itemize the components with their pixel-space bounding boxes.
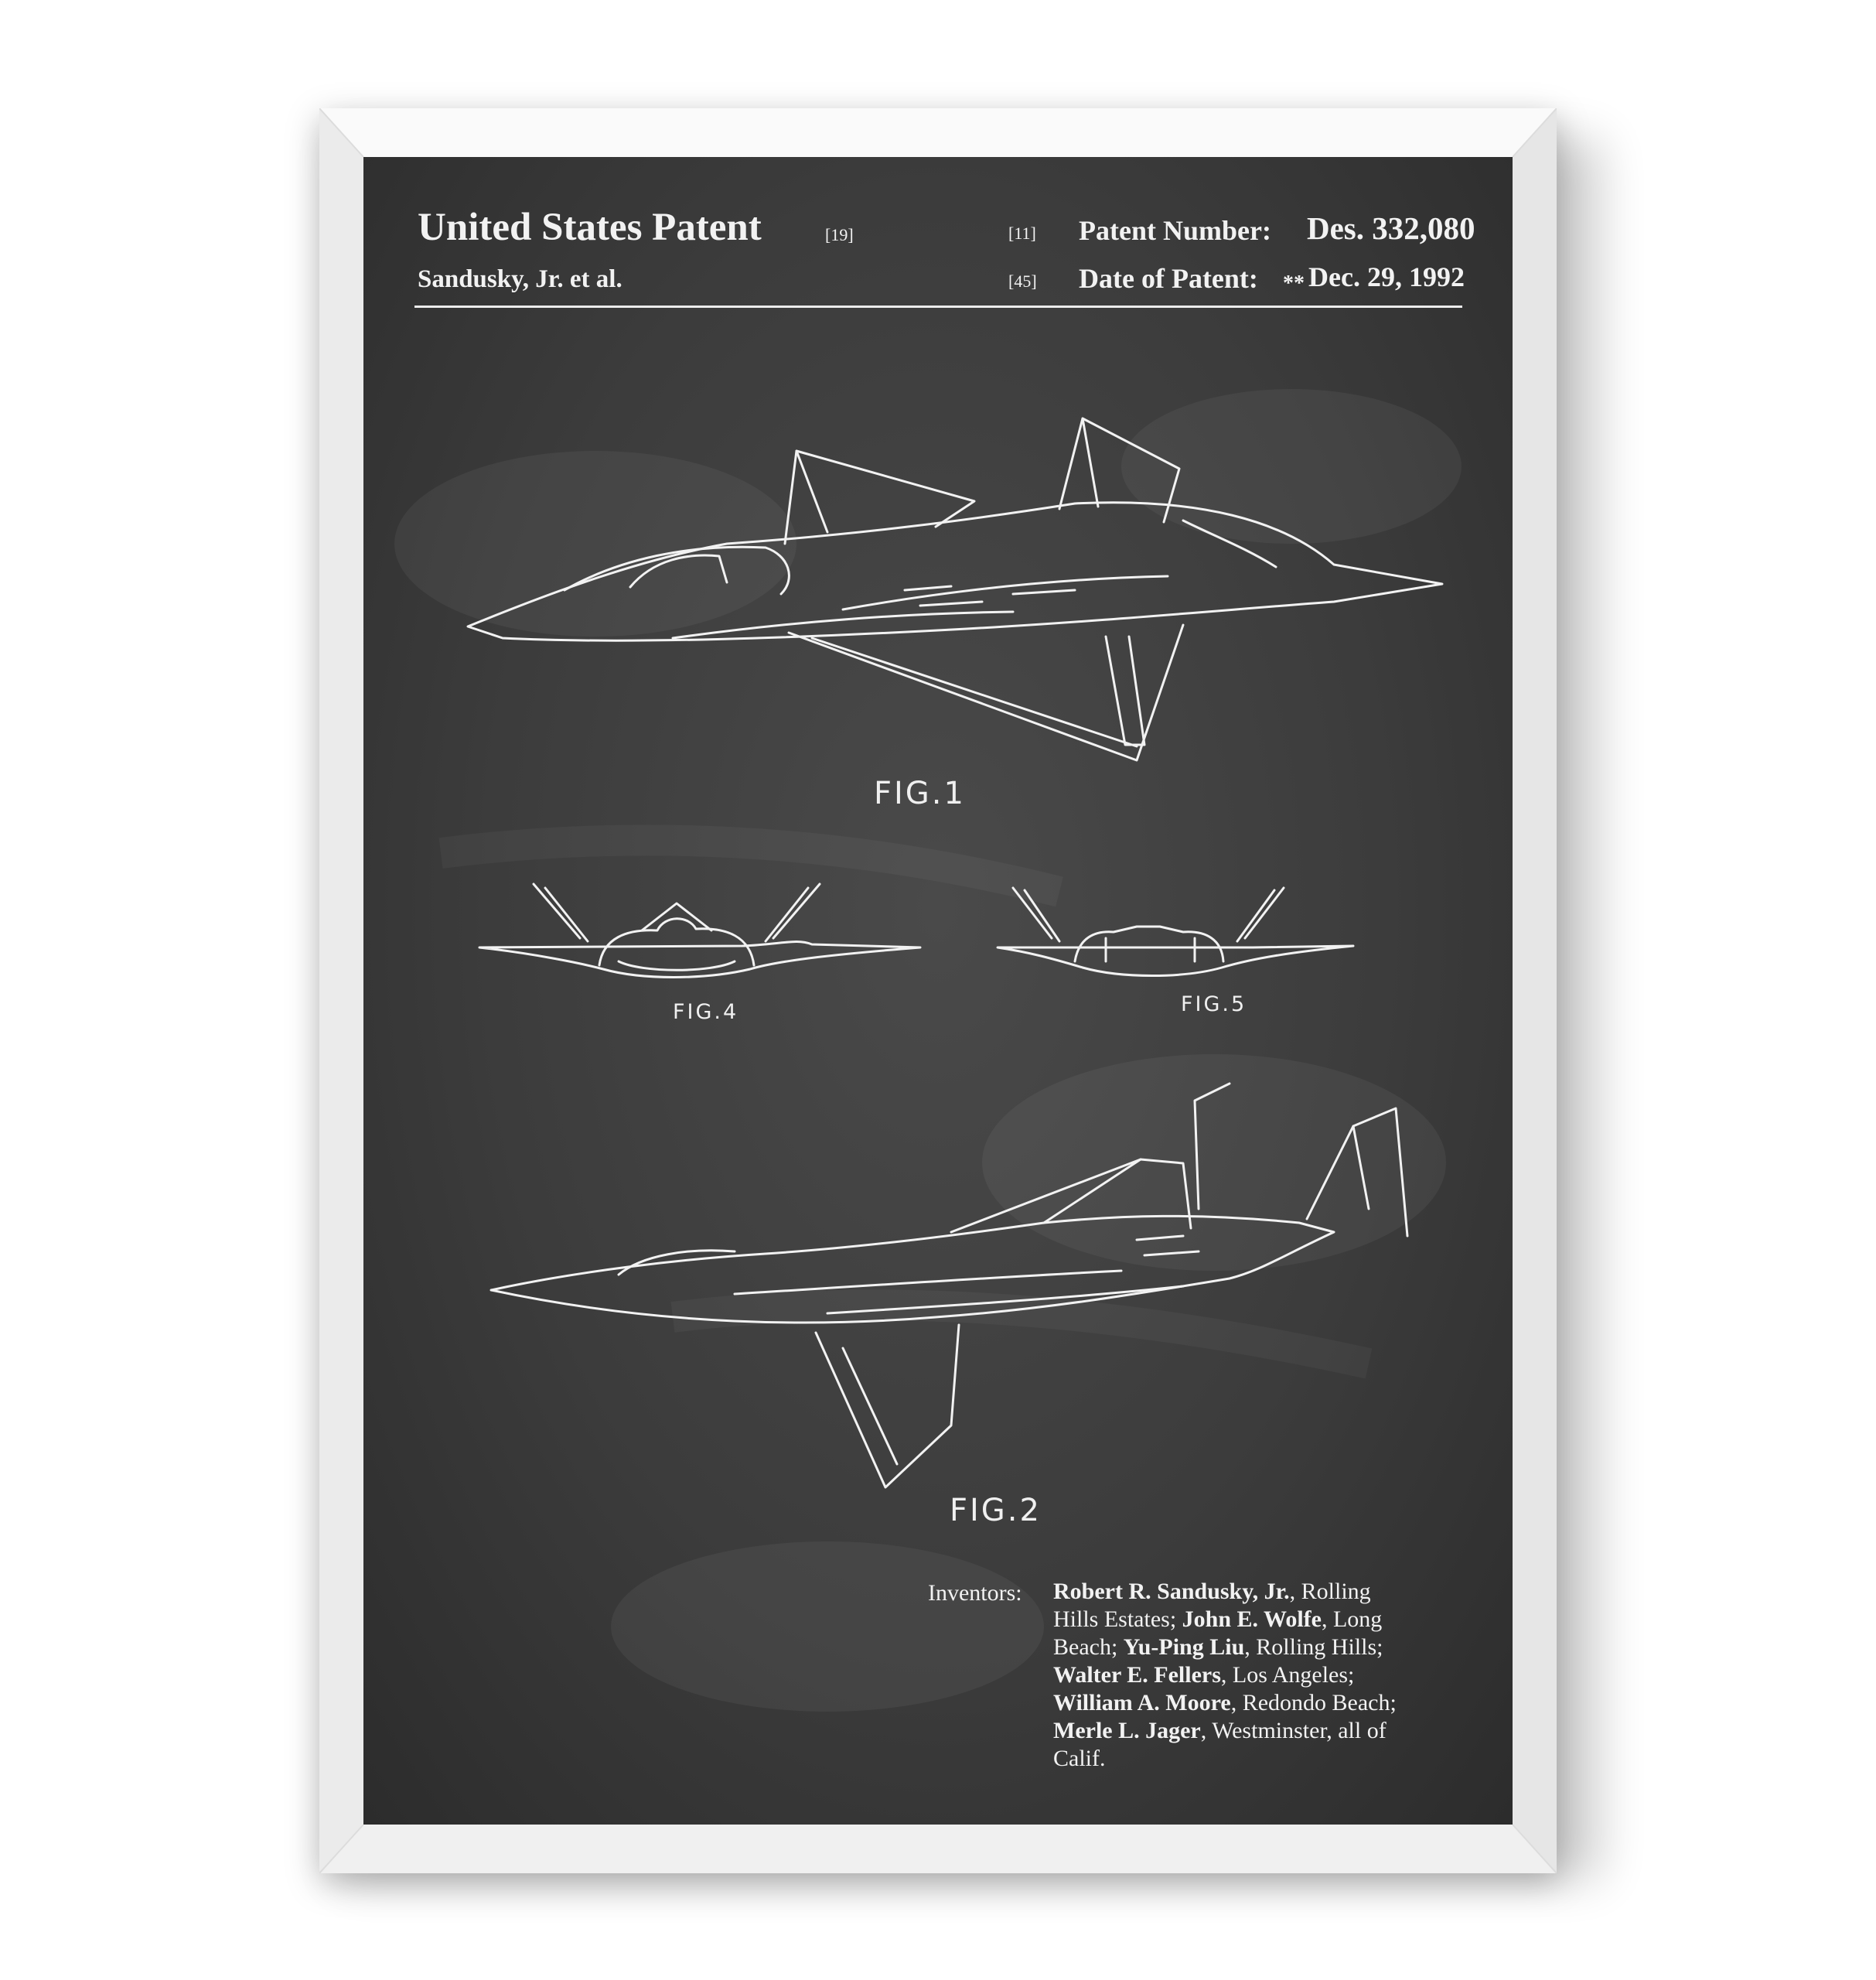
header-rule bbox=[414, 306, 1462, 308]
date-label: Date of Patent: bbox=[1079, 263, 1258, 294]
inventors-label: Inventors: bbox=[928, 1580, 1022, 1606]
inventor-name: John E. Wolfe bbox=[1182, 1606, 1322, 1632]
patent-poster: United States Patent [19] Sandusky, Jr. … bbox=[363, 157, 1513, 1825]
fig1-label: FIG.1 bbox=[874, 776, 966, 811]
fig2-aircraft-drawing bbox=[489, 1082, 1409, 1489]
inventor-line: Beach; Yu-Ping Liu, Rolling Hills; bbox=[1053, 1634, 1397, 1661]
title-ref-code: [19] bbox=[825, 225, 854, 244]
date-marker: ** bbox=[1283, 271, 1305, 295]
inventor-line: Robert R. Sandusky, Jr., Rolling bbox=[1053, 1578, 1397, 1606]
inventor-line: Walter E. Fellers, Los Angeles; bbox=[1053, 1661, 1397, 1689]
patent-number-ref-code: [11] bbox=[1008, 224, 1036, 243]
fig5-label: FIG.5 bbox=[1181, 992, 1247, 1016]
fig5-aircraft-drawing bbox=[996, 886, 1355, 977]
inventor-name: Merle L. Jager bbox=[1053, 1718, 1201, 1743]
inventor-line: Merle L. Jager, Westminster, all of bbox=[1053, 1717, 1397, 1745]
fig1-aircraft-drawing bbox=[466, 417, 1444, 762]
chalk-texture bbox=[394, 389, 1462, 1712]
inventor-text: , Westminster, all of bbox=[1200, 1718, 1387, 1743]
inventor-text: , Long bbox=[1321, 1606, 1383, 1632]
inventor-text: Calif. bbox=[1053, 1746, 1106, 1771]
date-ref-code: [45] bbox=[1008, 271, 1037, 291]
inventor-text: Beach; bbox=[1053, 1634, 1124, 1660]
inventor-line: Hills Estates; John E. Wolfe, Long bbox=[1053, 1606, 1397, 1634]
inventor-name: Yu-Ping Liu bbox=[1123, 1634, 1245, 1660]
patent-drawings bbox=[466, 417, 1444, 1489]
inventor-text: , Rolling bbox=[1289, 1579, 1371, 1604]
date-value: Dec. 29, 1992 bbox=[1308, 261, 1465, 292]
inventor-text: , Redondo Beach; bbox=[1230, 1690, 1397, 1715]
inventor-name: Robert R. Sandusky, Jr. bbox=[1053, 1579, 1290, 1604]
inventor-line: William A. Moore, Redondo Beach; bbox=[1053, 1689, 1397, 1717]
inventor-text: , Rolling Hills; bbox=[1244, 1634, 1383, 1660]
fig4-aircraft-drawing bbox=[478, 882, 922, 978]
inventor-line: Calif. bbox=[1053, 1745, 1397, 1773]
fig4-label: FIG.4 bbox=[673, 1000, 739, 1024]
inventor-text: Hills Estates; bbox=[1053, 1606, 1182, 1632]
patent-number-value: Des. 332,080 bbox=[1307, 210, 1475, 246]
inventor-name: William A. Moore bbox=[1053, 1690, 1231, 1715]
patent-number-label: Patent Number: bbox=[1079, 215, 1271, 246]
fig2-label: FIG.2 bbox=[950, 1493, 1042, 1528]
inventor-text: , Los Angeles; bbox=[1220, 1662, 1355, 1688]
inventor-name: Walter E. Fellers bbox=[1053, 1662, 1221, 1688]
patent-title: United States Patent bbox=[418, 206, 762, 249]
frame-bevel bbox=[319, 108, 1557, 1873]
applicant-name: Sandusky, Jr. et al. bbox=[418, 265, 622, 293]
